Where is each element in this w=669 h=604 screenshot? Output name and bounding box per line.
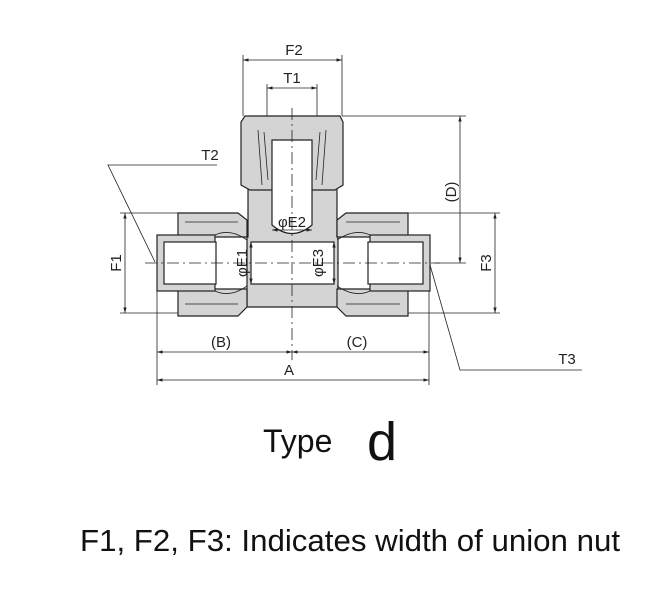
left-union-nut [177,212,248,238]
label-f1: F1 [108,254,125,272]
label-e3: φE3 [310,249,327,277]
type-letter: d [367,412,397,472]
label-t3: T3 [558,351,576,368]
label-b: (B) [211,334,231,351]
label-e1: φE1 [234,249,251,277]
label-f2: F2 [285,42,303,59]
label-d: (D) [443,182,460,203]
type-label: Type [263,423,332,459]
label-e2: φE2 [278,214,306,231]
tee-body [156,115,431,317]
label-f3: F3 [478,254,495,272]
label-t1: T1 [283,70,301,87]
caption: F1, F2, F3: Indicates width of union nut [80,523,620,558]
dimensions [107,55,582,385]
right-union-nut [336,212,409,238]
label-c: (C) [347,334,368,351]
label-a: A [284,362,294,379]
label-t2: T2 [201,147,219,164]
